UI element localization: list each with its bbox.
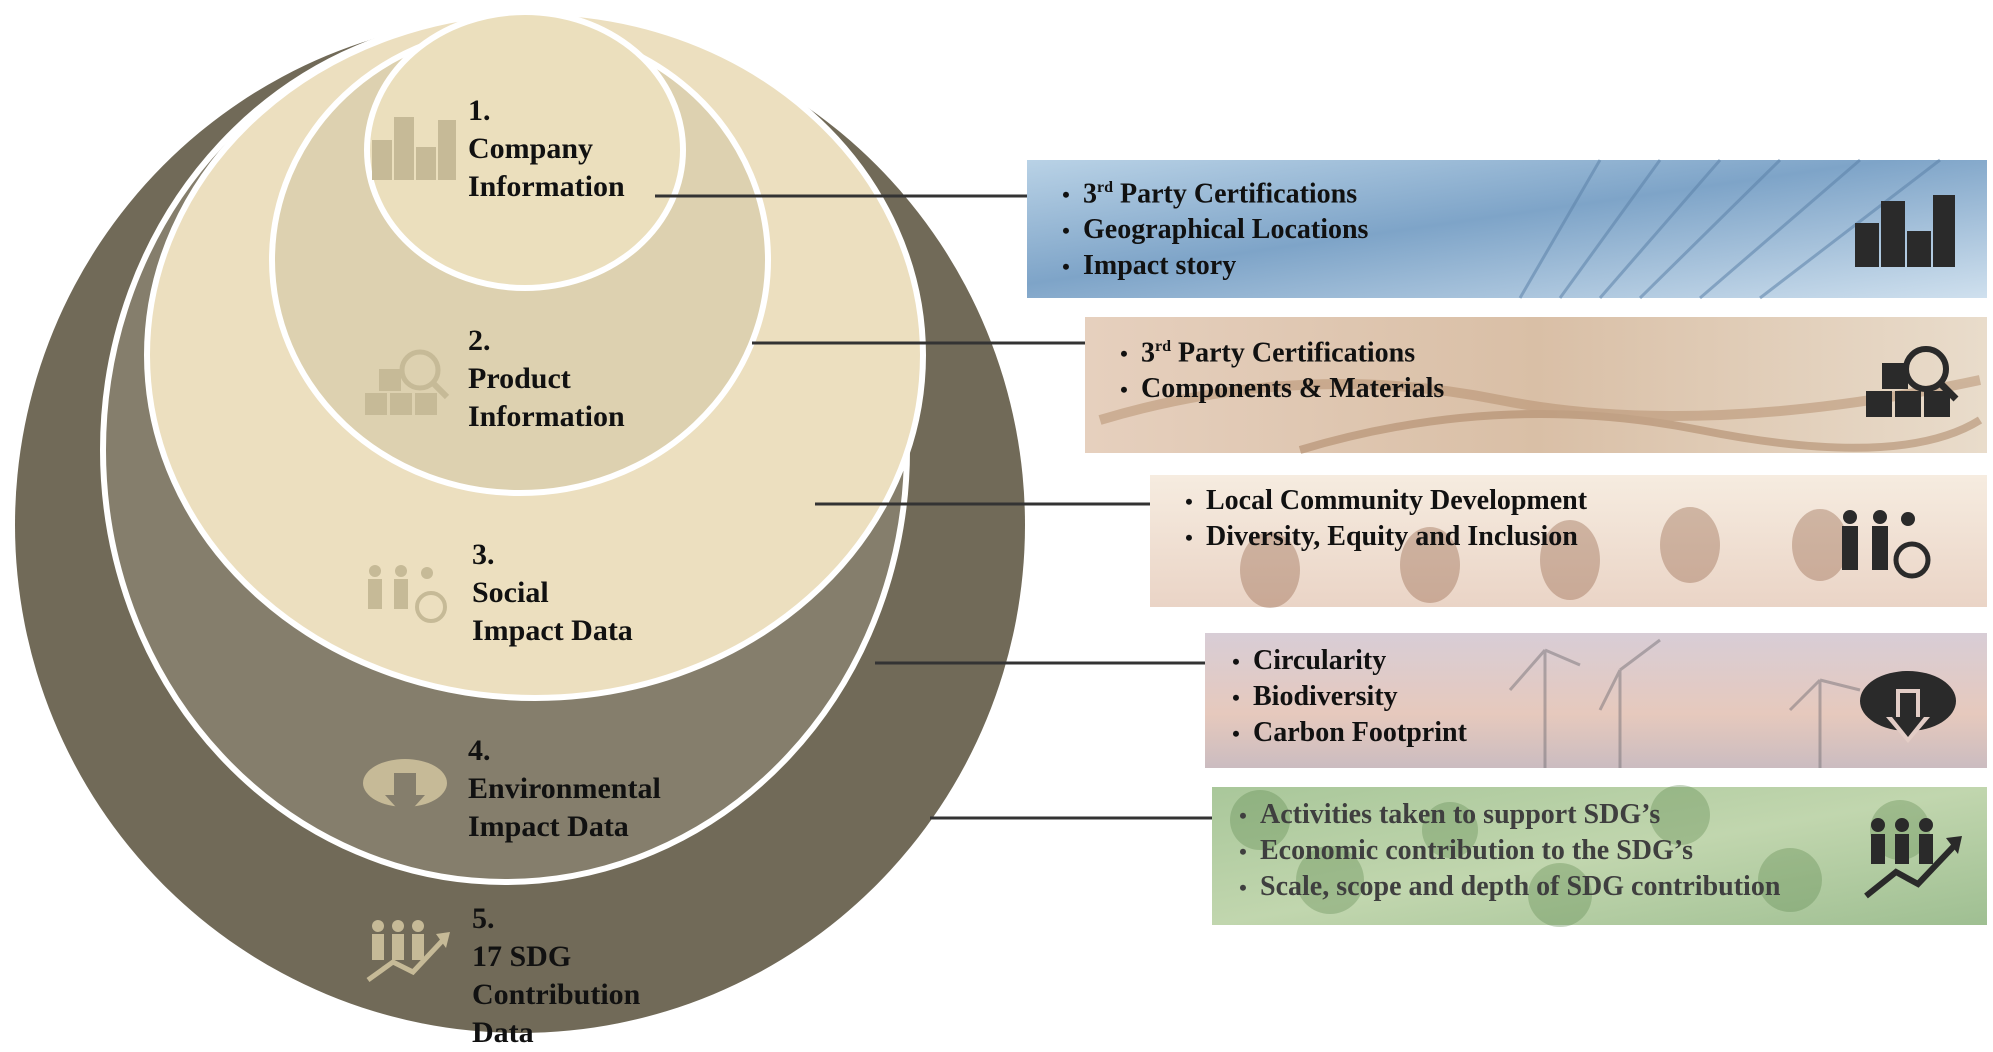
level-1-title-line1: Company: [468, 132, 594, 165]
panel-1-list: 3rd Party Certifications Geographical Lo…: [1049, 170, 1368, 284]
panel-people-growth-icon: [1864, 818, 1962, 899]
panel-2-list: 3rd Party Certifications Components & Ma…: [1107, 329, 1444, 407]
panel-5-item-2: Economic contribution to the SDG’s: [1226, 833, 1780, 869]
panel-4-list: Circularity Biodiversity Carbon Footprin…: [1219, 643, 1467, 751]
panel-4-item-2: Biodiversity: [1219, 679, 1467, 715]
panel-buildings-icon: [1855, 195, 1955, 267]
panel-1-item-1: 3rd Party Certifications: [1049, 170, 1368, 212]
people-wheelchair-icon: [368, 565, 447, 623]
panel-cloud-download-icon: [1860, 671, 1956, 743]
panel-1-item-3: Impact story: [1049, 248, 1368, 284]
panel-4-item-3: Carbon Footprint: [1219, 715, 1467, 751]
level-2-title-line1: Product: [468, 362, 571, 395]
level-3-number: 3.: [472, 538, 495, 571]
panel-5-item-1: Activities taken to support SDG’s: [1226, 797, 1780, 833]
level-4-title-line2: Impact Data: [468, 810, 629, 843]
level-5-number: 5.: [472, 902, 495, 935]
cloud-download-icon: [363, 759, 447, 817]
panel-social-impact: Local Community Development Diversity, E…: [1150, 475, 1987, 607]
skyscraper-photo-lines: [1518, 158, 1941, 300]
panel-3-item-2: Diversity, Equity and Inclusion: [1172, 519, 1587, 555]
panel-company-info: 3rd Party Certifications Geographical Lo…: [1027, 160, 1987, 298]
level-2-label: 2. Product Information: [468, 322, 625, 436]
level-5-label: 5. 17 SDG Contribution Data: [472, 900, 640, 1052]
panel-3-item-1: Local Community Development: [1172, 483, 1587, 519]
panel-icons: [1842, 195, 1962, 899]
level-1-label: 1. Company Information: [468, 92, 625, 206]
boxes-magnifier-icon: [365, 349, 450, 415]
panel-3-list: Local Community Development Diversity, E…: [1172, 483, 1587, 555]
level-4-number: 4.: [468, 734, 491, 767]
level-3-label: 3. Social Impact Data: [472, 536, 633, 650]
panel-2-item-1: 3rd Party Certifications: [1107, 329, 1444, 371]
ring-level-1: [364, 9, 686, 291]
connector-lines: [655, 194, 1212, 820]
panel-sdg-contribution: Activities taken to support SDG’s Econom…: [1212, 787, 1987, 925]
level-5-title-line3: Data: [472, 1016, 534, 1049]
level-1-title-line2: Information: [468, 170, 625, 203]
level-1-number: 1.: [468, 94, 491, 127]
panel-environmental-impact: Circularity Biodiversity Carbon Footprin…: [1205, 633, 1987, 768]
level-4-title-line1: Environmental: [468, 772, 661, 805]
circle-icons: [363, 117, 456, 983]
panel-product-info: 3rd Party Certifications Components & Ma…: [1085, 317, 1987, 453]
panel-5-item-3: Scale, scope and depth of SDG contributi…: [1226, 869, 1780, 905]
panel-1-item-2: Geographical Locations: [1049, 212, 1368, 248]
panel-2-item-2: Components & Materials: [1107, 371, 1444, 407]
people-growth-icon: [366, 920, 450, 983]
buildings-icon: [372, 117, 456, 180]
level-2-number: 2.: [468, 324, 491, 357]
level-5-title-line2: Contribution: [472, 978, 641, 1011]
level-3-title-line2: Impact Data: [472, 614, 633, 647]
panel-5-list: Activities taken to support SDG’s Econom…: [1226, 797, 1780, 905]
level-3-title-line1: Social: [472, 576, 549, 609]
level-2-title-line2: Information: [468, 400, 625, 433]
level-5-title-line1: 17 SDG: [472, 940, 572, 973]
panel-4-item-1: Circularity: [1219, 643, 1467, 679]
level-4-label: 4. Environmental Impact Data: [468, 732, 661, 846]
wind-turbine-shapes: [1508, 638, 1861, 768]
panel-boxes-magnifier-icon: [1866, 346, 1959, 417]
panel-people-wheelchair-icon: [1842, 510, 1931, 579]
